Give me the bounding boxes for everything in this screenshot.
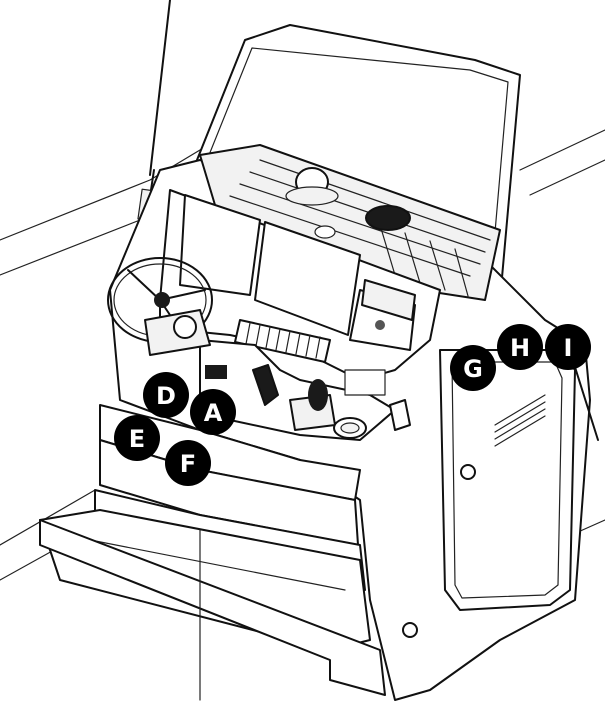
controls-area	[199, 339, 411, 441]
callout-f: F	[165, 440, 211, 486]
dash-panel	[159, 189, 441, 381]
callout-h-label: H	[510, 334, 530, 362]
callout-a: A	[190, 389, 236, 435]
callout-g: G	[450, 345, 496, 391]
callout-a-label: A	[204, 399, 223, 427]
callout-g-label: G	[463, 355, 483, 383]
steering-wheel	[107, 257, 213, 356]
callout-d: D	[143, 372, 189, 418]
callout-e-label: E	[129, 425, 145, 453]
callout-i-label: I	[564, 334, 573, 362]
callout-e: E	[114, 415, 160, 461]
callout-i: I	[545, 324, 591, 370]
callout-h: H	[497, 324, 543, 370]
callout-d-label: D	[156, 382, 176, 410]
callout-f-label: F	[180, 450, 196, 478]
